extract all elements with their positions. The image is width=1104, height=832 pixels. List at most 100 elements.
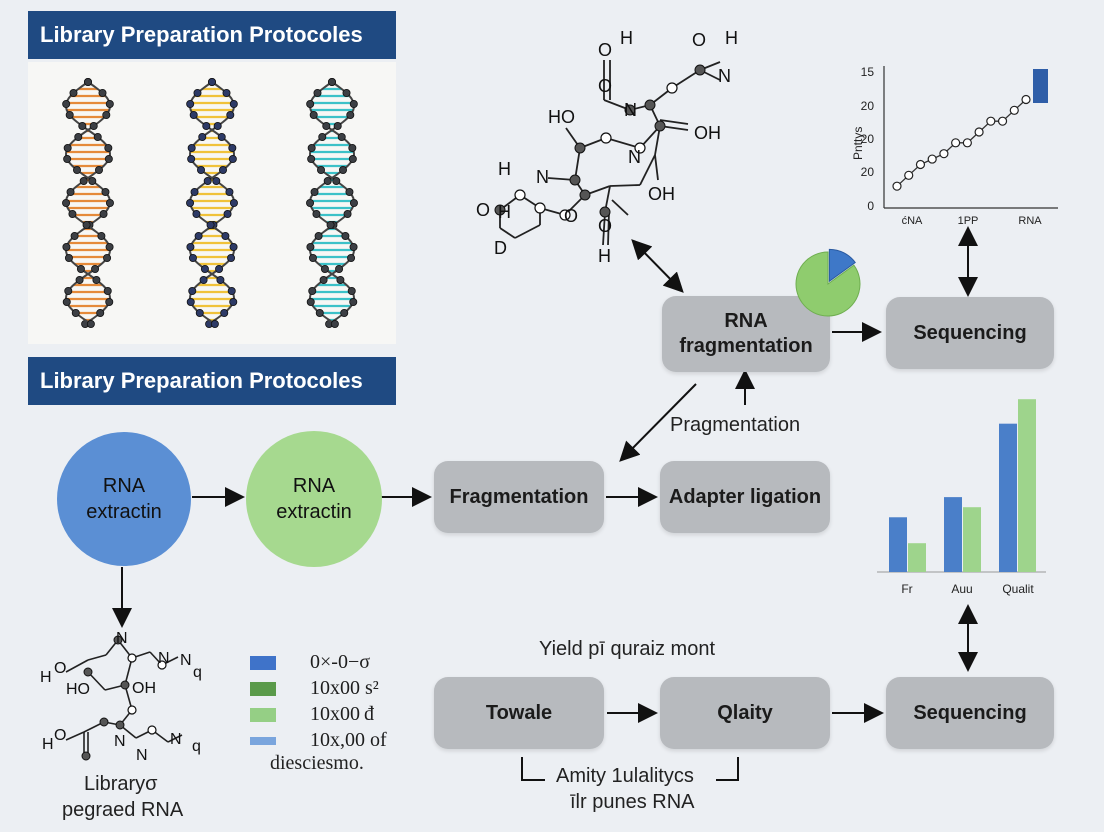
- dna-node: [349, 297, 358, 306]
- line-chart-point: [986, 116, 996, 126]
- bar-chart-category-label: Qualit: [1002, 582, 1034, 596]
- dna-node: [226, 111, 235, 120]
- dna-node: [337, 133, 346, 142]
- bracket-right: [716, 757, 739, 781]
- dna-node: [207, 77, 216, 86]
- dna-node: [186, 242, 195, 251]
- dna-helix-illustration: [62, 77, 358, 328]
- dna-node: [223, 209, 232, 218]
- dna-node: [84, 77, 93, 86]
- atom-label: OH: [132, 680, 156, 697]
- dna-node: [187, 144, 196, 153]
- dna-node: [318, 133, 327, 142]
- line-chart-y-tick: 20: [861, 165, 875, 179]
- atom-label: H: [598, 246, 611, 266]
- adapter-ligation-box: Adapter ligation: [660, 461, 830, 533]
- dna-node: [96, 308, 105, 317]
- dna-node: [198, 133, 207, 142]
- dna-node: [104, 155, 113, 164]
- rna-extraction-circle-2: RNA extractin: [246, 431, 382, 567]
- banner-top: Library Preparation Protocoles: [28, 11, 396, 59]
- line-chart-point: [1009, 105, 1019, 115]
- dna-node: [103, 286, 112, 295]
- dna-node: [336, 275, 345, 284]
- atom-label: O: [54, 660, 66, 677]
- dna-node: [89, 122, 98, 131]
- dna-node: [341, 231, 350, 240]
- pie-chart-slice: [795, 251, 861, 317]
- line-chart-y-tick: 20: [861, 99, 875, 113]
- atom-label: H: [42, 736, 54, 753]
- dna-node: [306, 242, 315, 251]
- dna-node: [342, 88, 351, 97]
- atom-label: N: [180, 652, 192, 669]
- rna-extraction-2-label: RNA extractin: [276, 475, 352, 523]
- legend-swatch: [250, 736, 276, 745]
- bar-chart-bar: [1018, 399, 1036, 572]
- banner-middle-text: Library Preparation Protocoles: [40, 368, 363, 393]
- line-chart-point: [915, 159, 926, 170]
- dna-node: [206, 220, 215, 229]
- line-chart-y-tick: 15: [861, 65, 875, 79]
- amity-label: Amity 1ulalitycs: [556, 765, 694, 787]
- atom-label: O: [598, 76, 612, 96]
- line-chart-point: [892, 181, 902, 191]
- dna-node: [215, 264, 224, 273]
- dna-node: [194, 231, 203, 240]
- legend-text: 10x,00 of: [310, 729, 387, 751]
- dna-node: [91, 264, 100, 273]
- dna-helix: [62, 77, 114, 328]
- dna-node: [62, 198, 71, 207]
- adapter-ligation-label: Adapter ligation: [668, 485, 822, 508]
- fragmentation-box: Fragmentation: [434, 461, 604, 533]
- line-chart-point: [962, 138, 972, 148]
- dna-node: [74, 133, 83, 142]
- dna-node: [306, 100, 315, 109]
- atom-label: H: [725, 28, 738, 48]
- dna-node: [220, 308, 229, 317]
- atom-label: H: [40, 669, 52, 686]
- atom-label: D: [494, 238, 507, 258]
- dna-node: [309, 111, 318, 120]
- dna-node: [88, 177, 97, 186]
- atom-label: N: [136, 747, 148, 764]
- dna-node: [320, 264, 329, 273]
- atom-label: N: [628, 147, 641, 167]
- line-chart-x-tick: ćNA: [902, 215, 923, 227]
- atom-label: OH: [694, 123, 721, 143]
- sequencing-top-label: Sequencing: [913, 321, 1027, 344]
- atom-label: O: [598, 40, 612, 60]
- dna-node: [92, 275, 101, 284]
- legend-swatch: [250, 707, 276, 722]
- atom-label: N: [718, 66, 731, 86]
- dna-node: [103, 253, 112, 262]
- dna-node: [307, 144, 316, 153]
- dna-node: [62, 297, 71, 306]
- legend-item: 0×-0−σ: [250, 651, 370, 674]
- bar-chart-category-label: Auu: [951, 582, 972, 596]
- dna-helix: [306, 77, 358, 328]
- bar-chart-category-label: Fr: [901, 582, 912, 596]
- dna-node: [66, 188, 75, 197]
- line-chart-point: [997, 116, 1008, 126]
- dna-node: [338, 166, 347, 175]
- dna-node: [192, 209, 201, 218]
- dna-node: [213, 122, 222, 131]
- dna-node: [228, 144, 237, 153]
- dna-node: [76, 264, 85, 273]
- line-chart-end-marker: [1033, 69, 1048, 103]
- atom-label: N: [536, 167, 549, 187]
- atom-label: O: [598, 216, 612, 236]
- dna-node: [335, 264, 344, 273]
- bracket-left: [521, 757, 545, 781]
- dna-node: [347, 253, 356, 262]
- dna-node: [221, 231, 230, 240]
- dna-node: [190, 188, 199, 197]
- pie-chart-slice: [828, 248, 856, 283]
- dna-node: [189, 111, 198, 120]
- dna-node: [216, 275, 225, 284]
- legend-item: 10x00 đ: [250, 703, 374, 726]
- dna-node: [229, 297, 238, 306]
- dna-node: [217, 133, 226, 142]
